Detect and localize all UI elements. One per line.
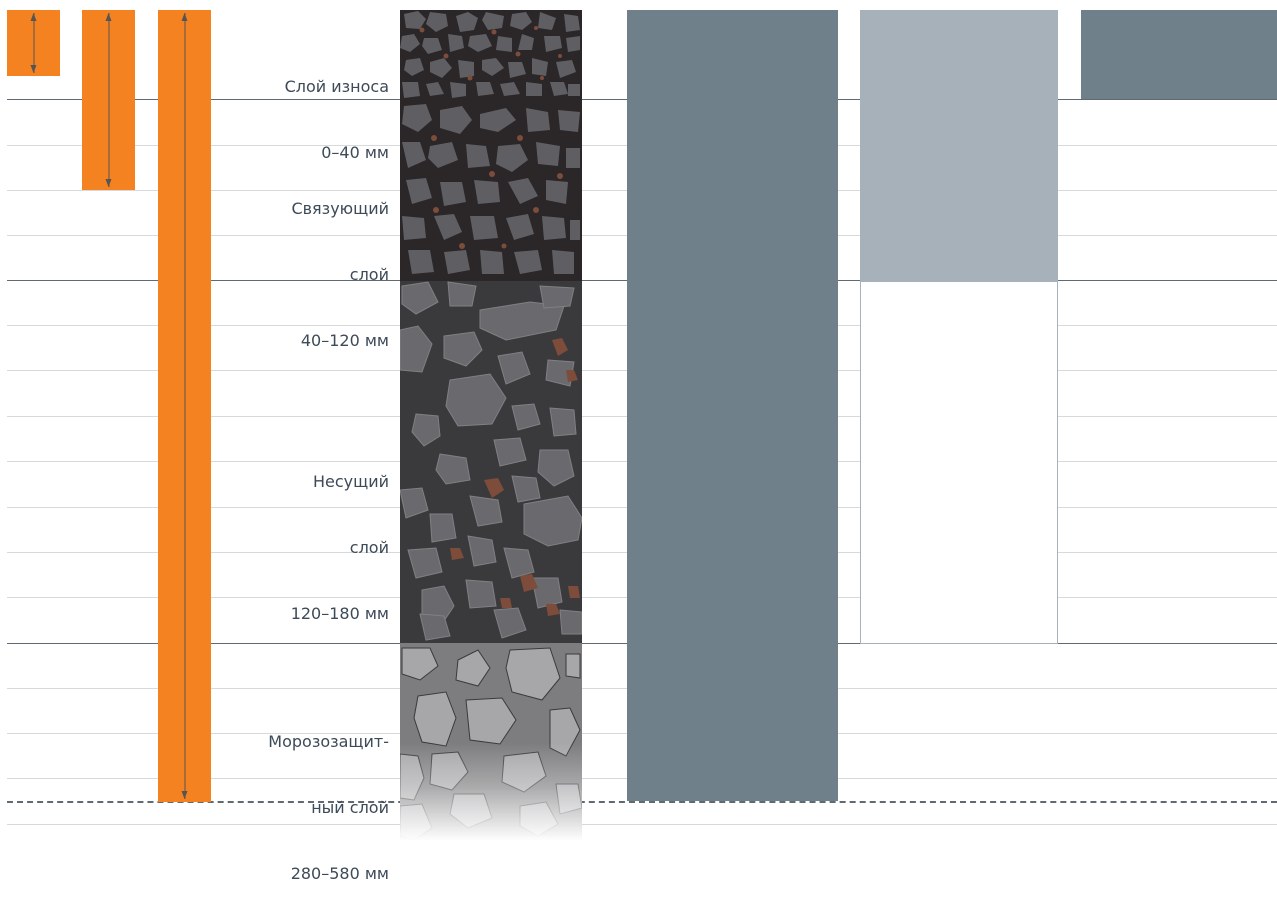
thickness-bar-binder [82, 10, 135, 190]
frost-layer-texture [400, 643, 582, 841]
double-arrow-icon [181, 13, 187, 799]
layer-name: Морозозащит- [268, 732, 389, 751]
double-arrow-icon [105, 13, 111, 187]
layer-label-base: Несущий слой 120–180 мм [291, 427, 389, 647]
layer-name-line2: ный слой [311, 798, 389, 817]
material-block-outline-base [860, 281, 1058, 644]
layer-label-wear: Слой износа 0–40 мм [285, 32, 389, 186]
material-block-light-upper [860, 10, 1058, 281]
frost-depth-dashed-line [7, 801, 1277, 803]
layer-range: 0–40 мм [321, 143, 389, 162]
layer-name-line2: слой [349, 265, 389, 284]
layer-label-binder: Связующий слой 40–120 мм [291, 154, 389, 374]
thickness-bar-total [158, 10, 211, 802]
thickness-bar-wear [7, 10, 60, 76]
wear-layer-texture [400, 10, 582, 100]
layer-range: 280–580 мм [290, 864, 389, 883]
material-block-dark-full [627, 10, 838, 801]
layer-name: Связующий [291, 199, 389, 218]
layer-name: Несущий [312, 472, 389, 491]
layer-name-line2: слой [349, 538, 389, 557]
layer-name: Слой износа [284, 77, 389, 96]
material-texture-column [400, 10, 582, 841]
layer-label-frost: Морозозащит- ный слой 280–580 мм [268, 687, 389, 907]
base-layer-texture [400, 281, 582, 643]
grid-line [7, 824, 1277, 825]
material-block-dark-top [1081, 10, 1277, 99]
binder-layer-texture [400, 100, 582, 281]
layer-range: 40–120 мм [300, 331, 389, 350]
double-arrow-icon [30, 13, 36, 73]
layer-range: 120–180 мм [290, 604, 389, 623]
